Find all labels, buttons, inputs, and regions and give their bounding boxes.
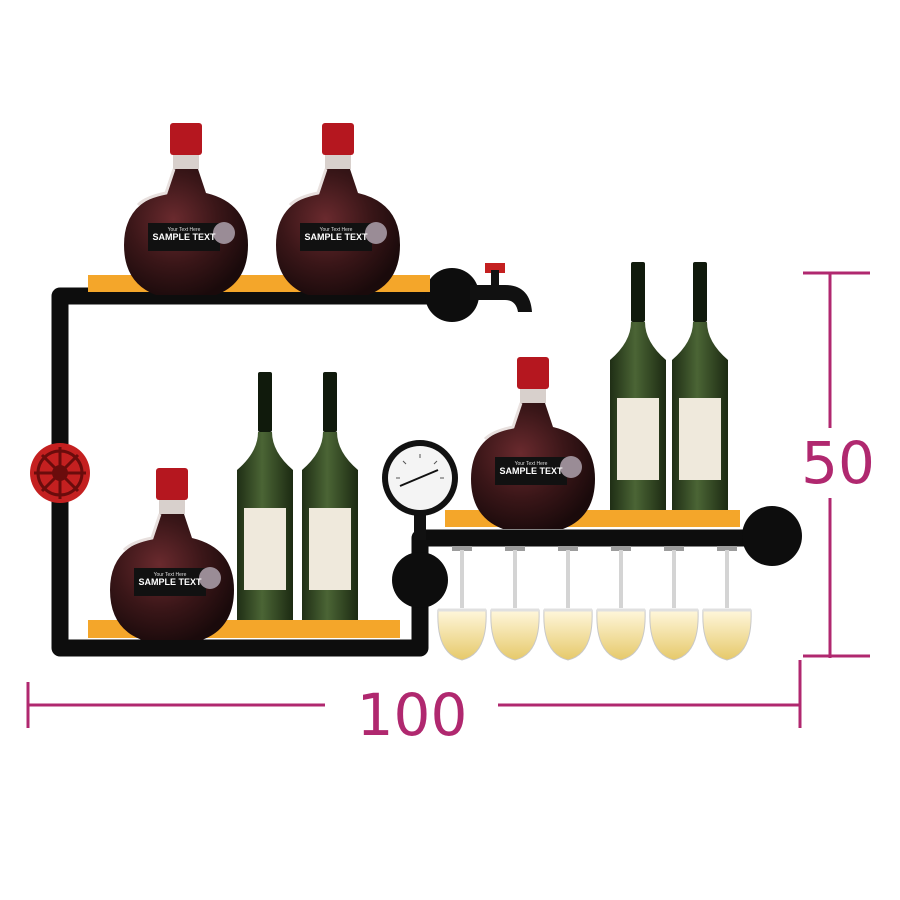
height-label: 50 [801,429,875,497]
svg-text:SAMPLE TEXT: SAMPLE TEXT [304,232,368,242]
green-bottles [237,262,728,620]
svg-text:Your Text Here: Your Text Here [168,227,201,233]
bottle-labels: SAMPLE TEXT SAMPLE TEXT SAMPLE TEXT SAMP… [138,227,563,587]
faucet-icon [470,263,532,312]
svg-text:Your Text Here: Your Text Here [154,572,187,578]
pipe-joints [392,268,802,608]
dimension-height [803,271,870,658]
pipe-frame [51,287,779,657]
valve-wheel-icon [30,443,90,503]
svg-text:SAMPLE TEXT: SAMPLE TEXT [152,232,216,242]
pressure-gauge-icon [382,440,458,540]
svg-text:SAMPLE TEXT: SAMPLE TEXT [138,577,202,587]
wine-glasses [436,544,753,662]
dimension-width [26,660,802,728]
svg-text:Your Text Here: Your Text Here [320,227,353,233]
svg-text:SAMPLE TEXT: SAMPLE TEXT [499,466,563,476]
width-label: 100 [357,681,468,749]
svg-text:Your Text Here: Your Text Here [515,461,548,467]
